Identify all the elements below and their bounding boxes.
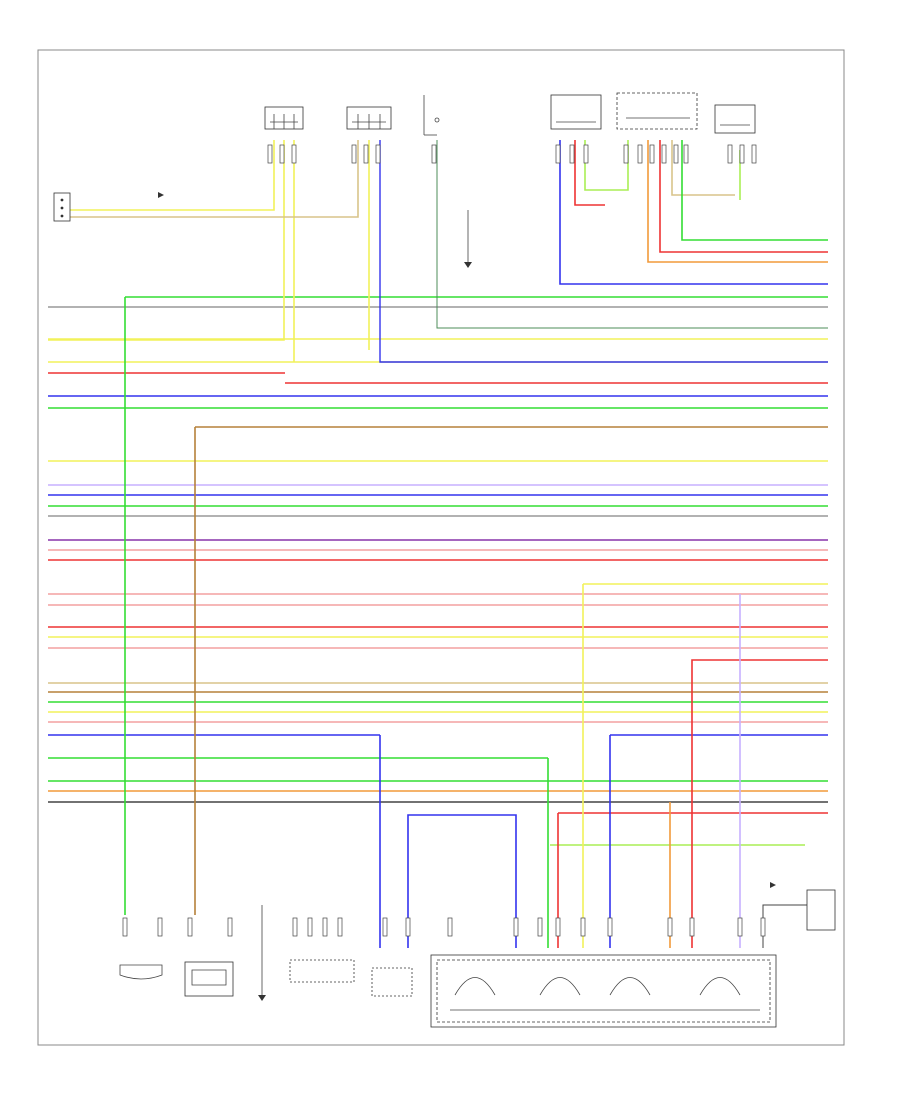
connector-pin: [279, 144, 285, 164]
connector-pin: [727, 144, 733, 164]
connector-pin: [607, 917, 613, 937]
wire-run: [584, 140, 629, 191]
bottom-connector-d: [289, 959, 355, 983]
connector-pin: [157, 917, 163, 937]
wire-run: [70, 140, 275, 211]
connector-pin: [683, 144, 689, 164]
connector-pin: [667, 917, 673, 937]
connector-pin: [737, 917, 743, 937]
wire-run: [436, 140, 828, 329]
connector-pin: [555, 917, 561, 937]
wire-run: [407, 814, 517, 948]
connector-pin: [227, 917, 233, 937]
connector-pin: [363, 144, 369, 164]
connector-pin: [637, 144, 643, 164]
top-connector-b: [346, 106, 392, 130]
connector-pin: [760, 917, 766, 937]
top-connector-a: [264, 106, 304, 130]
connector-pin: [689, 917, 695, 937]
wire-run: [647, 140, 828, 263]
connector-pin: [375, 144, 381, 164]
connector-pin: [583, 144, 589, 164]
top-switch-c: [423, 95, 440, 136]
connector-pin: [580, 917, 586, 937]
left-side-connector: [53, 192, 164, 222]
right-side-connector: [770, 882, 836, 931]
connector-pin: [649, 144, 655, 164]
wire-run: [574, 140, 605, 206]
wire-run: [559, 140, 828, 285]
connector-pin: [569, 144, 575, 164]
wire-run: [48, 140, 285, 341]
connector-pin: [122, 917, 128, 937]
connector-pin: [187, 917, 193, 937]
connector-pin: [322, 917, 328, 937]
connector-pin: [661, 144, 667, 164]
bottom-sensor-b: [184, 961, 234, 997]
diagram-frame: [37, 49, 845, 1046]
vertical-wires: [48, 140, 828, 948]
connector-pin: [291, 144, 297, 164]
connector-pin: [405, 917, 411, 937]
connector-pin: [537, 917, 543, 937]
connector-pin: [351, 144, 357, 164]
connector-pin: [267, 144, 273, 164]
connector-pin: [513, 917, 519, 937]
connector-pin: [555, 144, 561, 164]
connector-pin: [337, 917, 343, 937]
wire-run: [659, 140, 828, 253]
wire-run: [691, 659, 828, 948]
wire-run: [681, 140, 828, 241]
bottom-ground-c: [258, 905, 266, 1001]
connector-pin: [447, 917, 453, 937]
connector-pin: [292, 917, 298, 937]
top-module-e: [616, 92, 698, 130]
connector-pin: [739, 144, 745, 164]
wire-bus: [48, 296, 828, 846]
bottom-sensor-a: [119, 964, 163, 980]
connector-pin: [382, 917, 388, 937]
connector-pin: [751, 144, 757, 164]
connector-pin: [673, 144, 679, 164]
bottom-switch-e: [371, 967, 413, 997]
transmission-range-switch: [430, 954, 777, 1028]
wire-run: [379, 140, 828, 363]
top-connector-d: [550, 94, 602, 130]
connector-pin: [307, 917, 313, 937]
top-connector-f: [714, 104, 756, 134]
connector-pin: [431, 144, 437, 164]
wire-run: [671, 140, 735, 196]
wire-run: [70, 140, 359, 218]
connector-pin: [623, 144, 629, 164]
ground-symbol-top: [464, 210, 472, 268]
connector-pins: [122, 144, 766, 937]
